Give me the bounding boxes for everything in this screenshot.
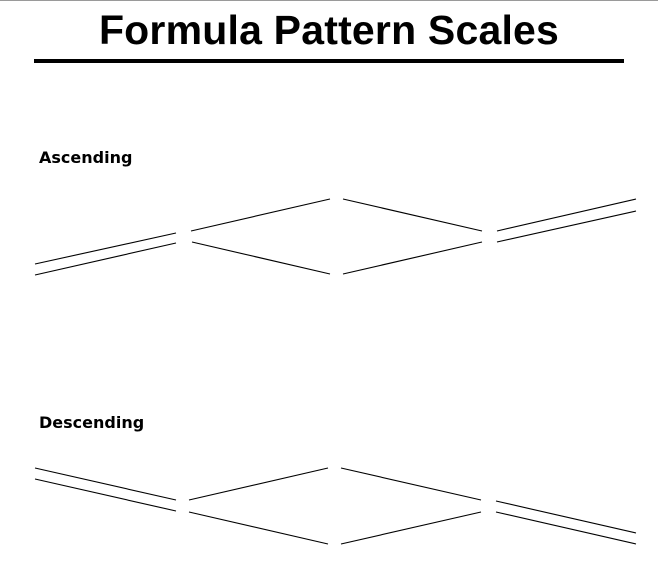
descending-label: Descending — [39, 413, 145, 432]
descending-line-4a — [495, 500, 637, 534]
descending-line-3b — [340, 511, 482, 545]
descending-line-2a — [188, 467, 329, 501]
ascending-line-2a — [190, 198, 331, 232]
ascending-label: Ascending — [39, 148, 133, 167]
ascending-line-3b — [342, 241, 483, 275]
ascending-line-1b — [34, 242, 177, 276]
ascending-line-4b — [496, 210, 637, 243]
descending-line-4b — [495, 511, 637, 545]
ascending-line-3a — [342, 198, 483, 232]
ascending-line-4a — [496, 198, 637, 232]
descending-line-1a — [34, 467, 177, 501]
top-border — [0, 0, 658, 1]
ascending-line-2b — [191, 241, 331, 275]
title-underline — [34, 59, 624, 63]
ascending-line-1a — [34, 232, 177, 265]
descending-line-2b — [188, 511, 329, 545]
page-title: Formula Pattern Scales — [98, 7, 560, 53]
descending-line-3a — [340, 467, 482, 501]
ascending-pattern-diagram — [34, 198, 637, 276]
descending-pattern-diagram — [34, 467, 637, 545]
descending-line-1b — [34, 478, 177, 512]
